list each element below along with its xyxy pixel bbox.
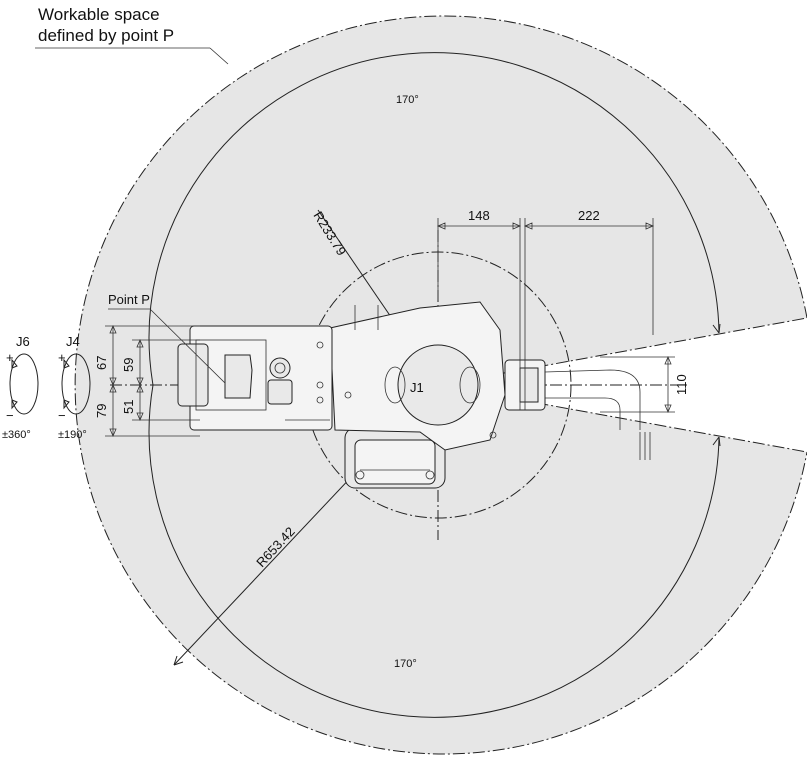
- title-line-2: defined by point P: [38, 26, 174, 45]
- j4-range: ±190°: [58, 429, 87, 441]
- angle-label-top: 170°: [396, 94, 419, 106]
- j4-label: J4: [66, 334, 80, 349]
- j1-label: J1: [410, 380, 424, 395]
- workable-space-area: [75, 16, 807, 754]
- dim-222: 222: [578, 208, 600, 223]
- title-line-1: Workable space: [38, 5, 160, 24]
- dim-59: 59: [121, 358, 136, 372]
- dim-148: 148: [468, 208, 490, 223]
- j6-rotation-symbol: [9, 353, 39, 415]
- workable-space-outline: [74, 15, 807, 755]
- dim-51: 51: [121, 400, 136, 414]
- j4-minus: −: [58, 408, 66, 423]
- angle-arc-lower: [148, 384, 720, 718]
- j6-minus: −: [6, 408, 14, 423]
- j6-plus: +: [6, 350, 14, 365]
- angle-arc-upper: [148, 52, 720, 386]
- robot-forearm: [177, 325, 333, 431]
- j6-range: ±360°: [2, 429, 31, 441]
- dim-110: 110: [674, 374, 689, 395]
- dim-79: 79: [94, 404, 109, 418]
- j6-label: J6: [16, 334, 30, 349]
- j4-plus: +: [58, 350, 66, 365]
- point-p-label: Point P: [108, 292, 150, 307]
- dim-67: 67: [94, 356, 109, 370]
- angle-label-bottom: 170°: [394, 658, 417, 670]
- j4-rotation-symbol: [61, 353, 91, 415]
- robot-arm: [329, 301, 506, 451]
